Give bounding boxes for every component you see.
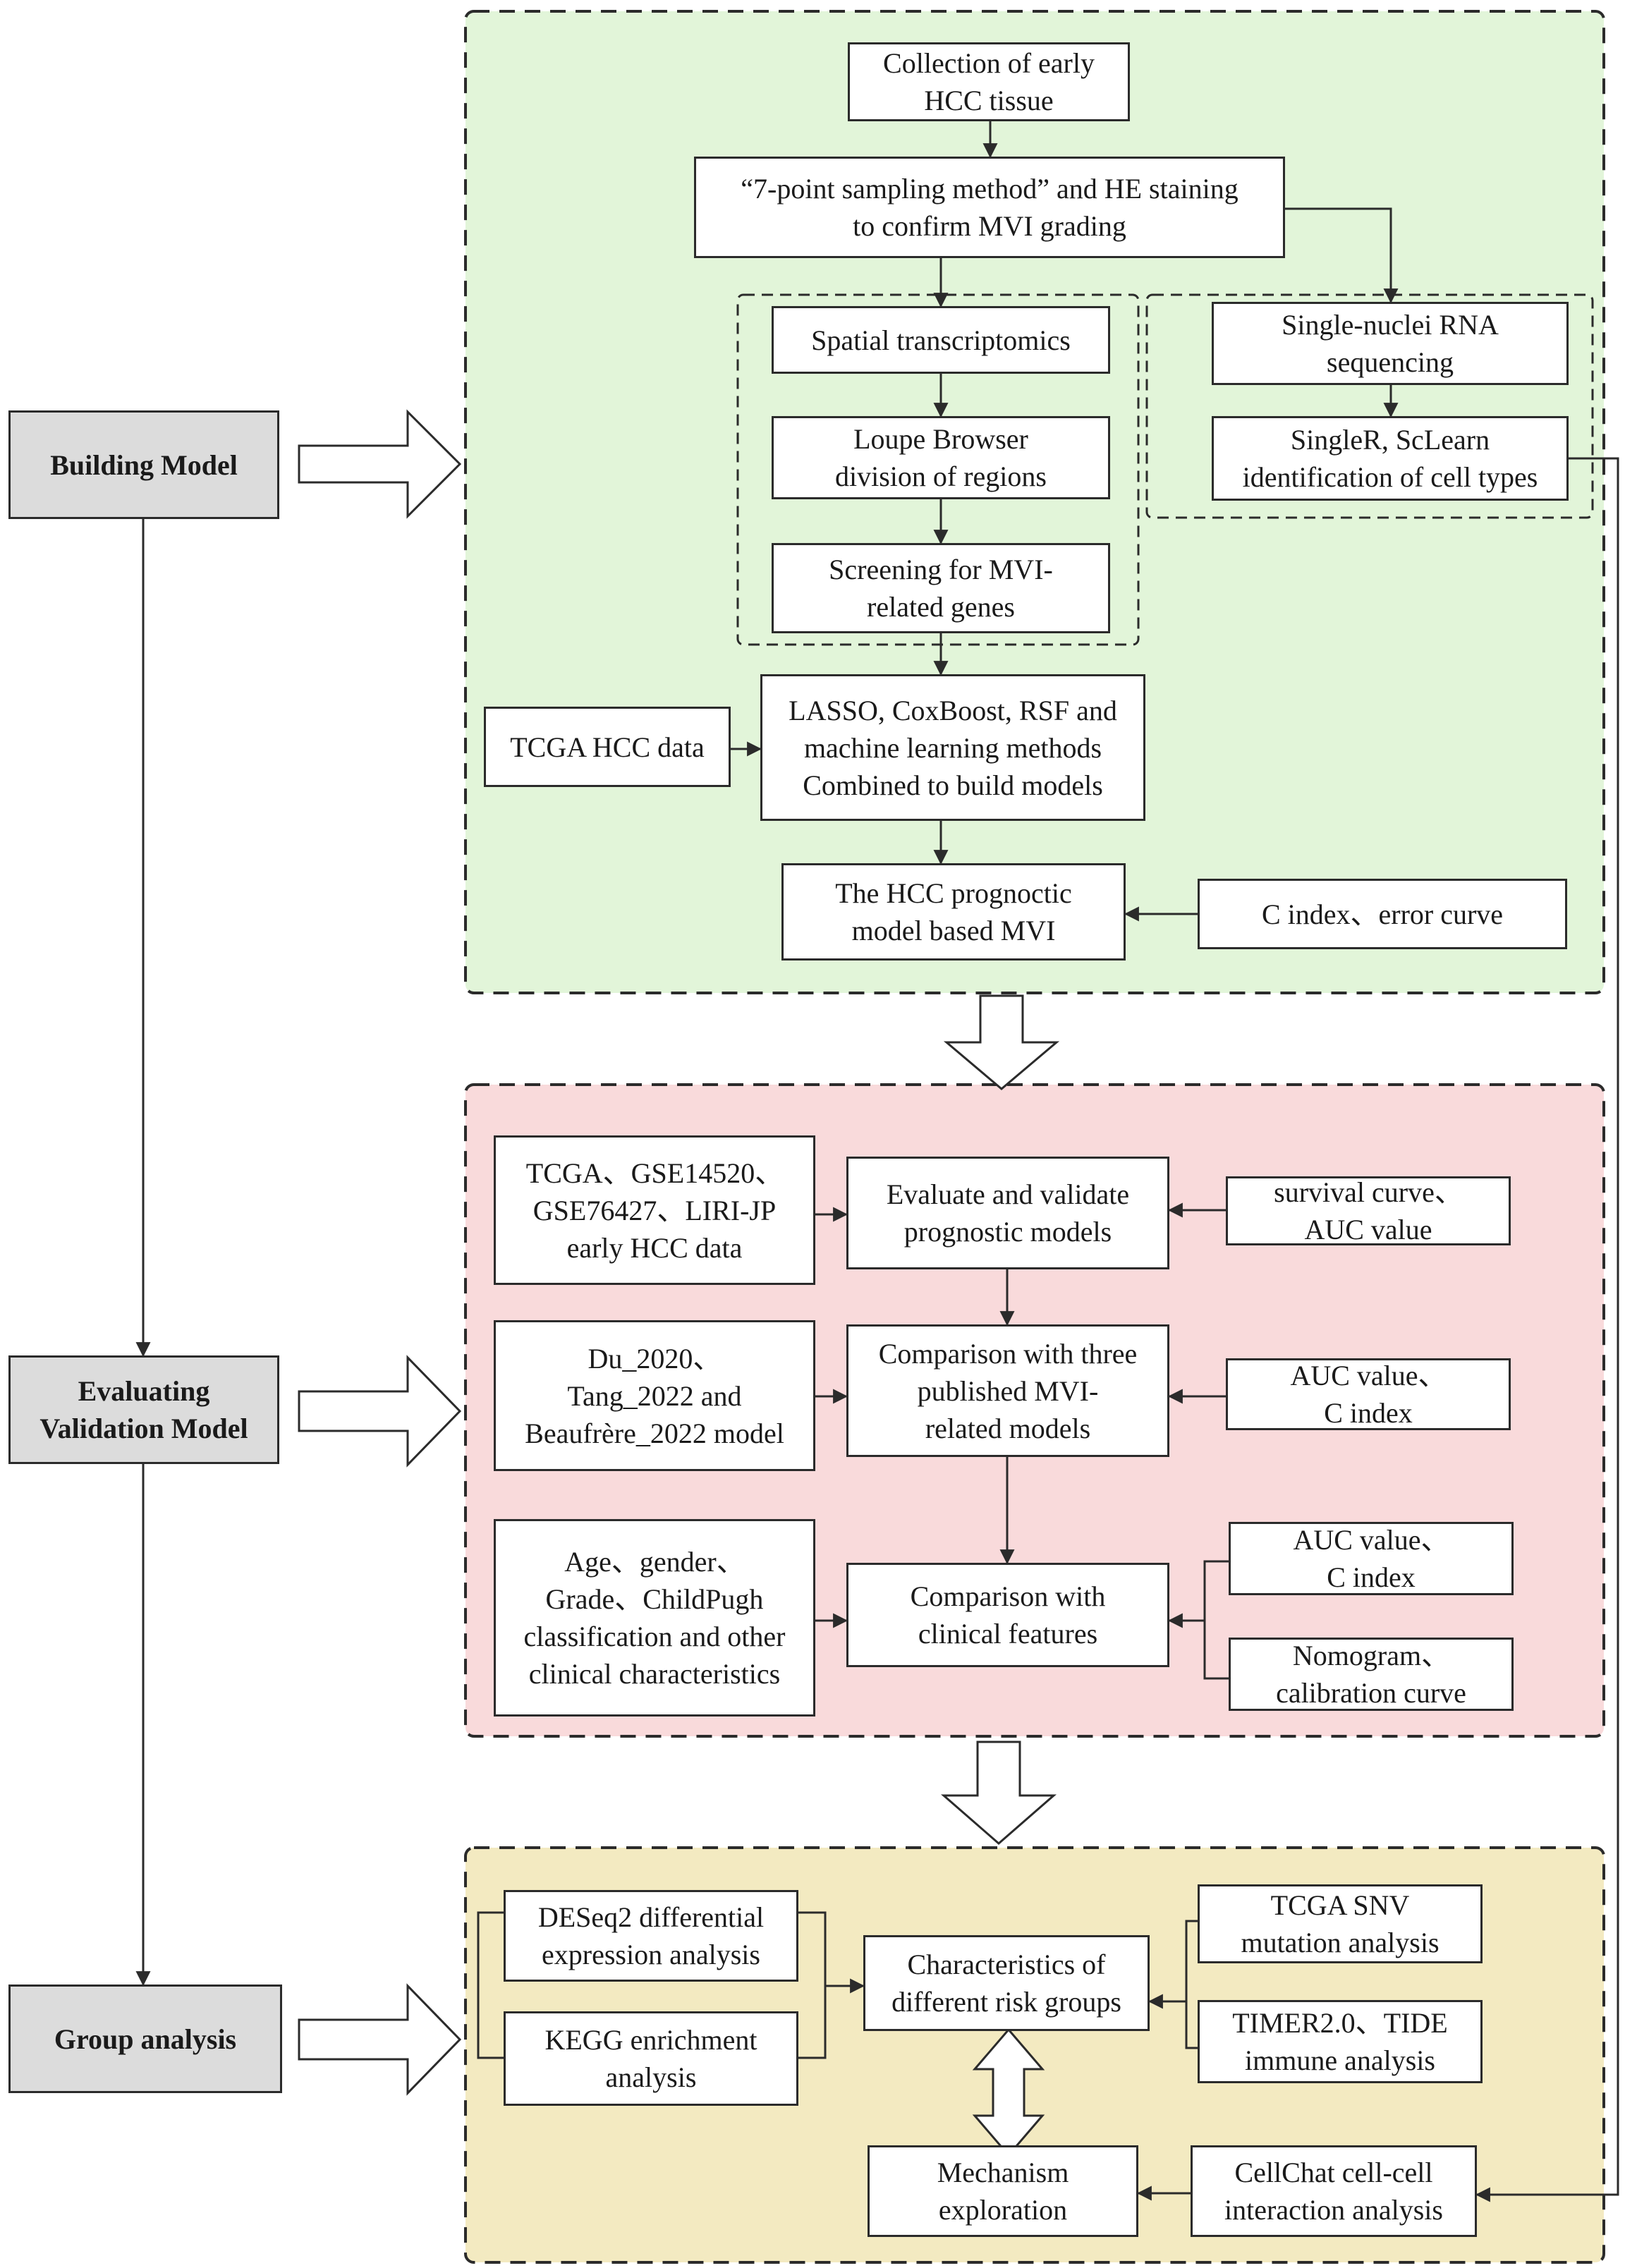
cellchat-text: CellChat cell-cell interaction analysis: [1224, 2157, 1443, 2226]
spatial-text: Spatial transcriptomics: [811, 324, 1071, 356]
snrna-subgroup: [1145, 293, 1594, 519]
lasso-text: LASSO, CoxBoost, RSF and machine learnin…: [789, 694, 1117, 801]
arrow-singler-cellchat: [1475, 457, 1619, 2202]
mechanism-text: Mechanism exploration: [937, 2157, 1069, 2226]
block-arrow-build: [298, 409, 462, 519]
snrna-box: Single-nuclei RNA sequencing: [1212, 302, 1569, 385]
stage-building-label: Building Model: [50, 449, 238, 481]
snv-box: TCGA SNV mutation analysis: [1198, 1884, 1483, 1963]
loupe-box: Loupe Browser division of regions: [772, 416, 1110, 499]
mechanism-box: Mechanism exploration: [868, 2145, 1138, 2237]
survival-box: survival curve、 AUC value: [1226, 1176, 1511, 1245]
snrna-text: Single-nuclei RNA sequencing: [1282, 309, 1499, 378]
characteristics-box: Characteristics of different risk groups: [863, 1935, 1150, 2031]
block-arrow-group: [298, 1983, 462, 2096]
stage-building-model: Building Model: [8, 410, 279, 519]
cindex-box: C index、error curve: [1198, 879, 1567, 949]
block-arrow-down-2: [940, 1740, 1057, 1845]
published-models-box: Du_2020、 Tang_2022 and Beaufrère_2022 mo…: [494, 1320, 815, 1471]
validate-text: Evaluate and validate prognostic models: [886, 1178, 1130, 1248]
sampling-text: “7-point sampling method” and HE stainin…: [741, 173, 1238, 242]
sampling-box: “7-point sampling method” and HE stainin…: [694, 157, 1285, 258]
stage-group-label: Group analysis: [54, 2023, 237, 2055]
auc-cindex-box-1: AUC value、 C index: [1226, 1358, 1511, 1430]
clinical-characteristics-text: Age、gender、 Grade、ChildPugh classificati…: [523, 1546, 786, 1690]
datasets-text: TCGA、GSE14520、 GSE76427、LIRI-JP early HC…: [525, 1157, 784, 1264]
tcga-hcc-box: TCGA HCC data: [484, 707, 731, 787]
auc-cindex-text-2: AUC value、 C index: [1293, 1524, 1449, 1593]
singler-box: SingleR, ScLearn identification of cell …: [1212, 416, 1569, 501]
bracket-snv-timer: [1185, 1920, 1198, 2049]
nomogram-box: Nomogram、 calibration curve: [1229, 1638, 1514, 1711]
lasso-box: LASSO, CoxBoost, RSF and machine learnin…: [760, 674, 1145, 821]
compare-published-text: Comparison with three published MVI- rel…: [878, 1337, 1138, 1444]
survival-text: survival curve、 AUC value: [1274, 1176, 1463, 1245]
collection-text: Collection of early HCC tissue: [883, 47, 1095, 116]
spatial-box: Spatial transcriptomics: [772, 306, 1110, 374]
nomogram-text: Nomogram、 calibration curve: [1276, 1640, 1466, 1709]
singler-text: SingleR, ScLearn identification of cell …: [1242, 424, 1538, 493]
deseq-text: DESeq2 differential expression analysis: [537, 1901, 765, 1970]
clinical-characteristics-box: Age、gender、 Grade、ChildPugh classificati…: [494, 1519, 815, 1717]
collection-box: Collection of early HCC tissue: [848, 42, 1130, 121]
cellchat-box: CellChat cell-cell interaction analysis: [1191, 2145, 1477, 2237]
kegg-text: KEGG enrichment analysis: [544, 2024, 757, 2093]
compare-published-box: Comparison with three published MVI- rel…: [846, 1324, 1169, 1457]
datasets-box: TCGA、GSE14520、 GSE76427、LIRI-JP early HC…: [494, 1135, 815, 1285]
arrow-sampling-snrna: [1285, 207, 1399, 304]
compare-clinical-text: Comparison with clinical features: [910, 1580, 1106, 1650]
stage-evaluating-label: Evaluating Validation Model: [39, 1375, 248, 1444]
kegg-box: KEGG enrichment analysis: [504, 2011, 798, 2106]
stage-group-analysis: Group analysis: [8, 1984, 282, 2093]
prognostic-model-box: The HCC prognoctic model based MVI: [781, 863, 1126, 961]
compare-clinical-box: Comparison with clinical features: [846, 1563, 1169, 1667]
prognostic-model-text: The HCC prognoctic model based MVI: [835, 877, 1072, 946]
cindex-text: C index、error curve: [1261, 898, 1504, 930]
snv-text: TCGA SNV mutation analysis: [1241, 1889, 1440, 1958]
validate-box: Evaluate and validate prognostic models: [846, 1157, 1169, 1269]
block-arrow-evaluate: [298, 1355, 462, 1468]
screening-box: Screening for MVI- related genes: [772, 543, 1110, 633]
auc-cindex-text-1: AUC value、 C index: [1290, 1360, 1447, 1429]
screening-text: Screening for MVI- related genes: [829, 554, 1053, 623]
auc-cindex-box-2: AUC value、 C index: [1229, 1522, 1514, 1595]
published-models-text: Du_2020、 Tang_2022 and Beaufrère_2022 mo…: [525, 1342, 784, 1449]
tcga-hcc-text: TCGA HCC data: [510, 731, 705, 763]
characteristics-text: Characteristics of different risk groups: [891, 1949, 1121, 2018]
stage-evaluating-model: Evaluating Validation Model: [8, 1355, 279, 1464]
timer-text: TIMER2.0、TIDE immune analysis: [1232, 2007, 1448, 2076]
loupe-text: Loupe Browser division of regions: [835, 423, 1047, 492]
bracket-deseq-kegg-left: [477, 1911, 504, 2059]
deseq-box: DESeq2 differential expression analysis: [504, 1890, 798, 1982]
timer-box: TIMER2.0、TIDE immune analysis: [1198, 2000, 1483, 2083]
block-arrow-down-1: [943, 994, 1060, 1090]
